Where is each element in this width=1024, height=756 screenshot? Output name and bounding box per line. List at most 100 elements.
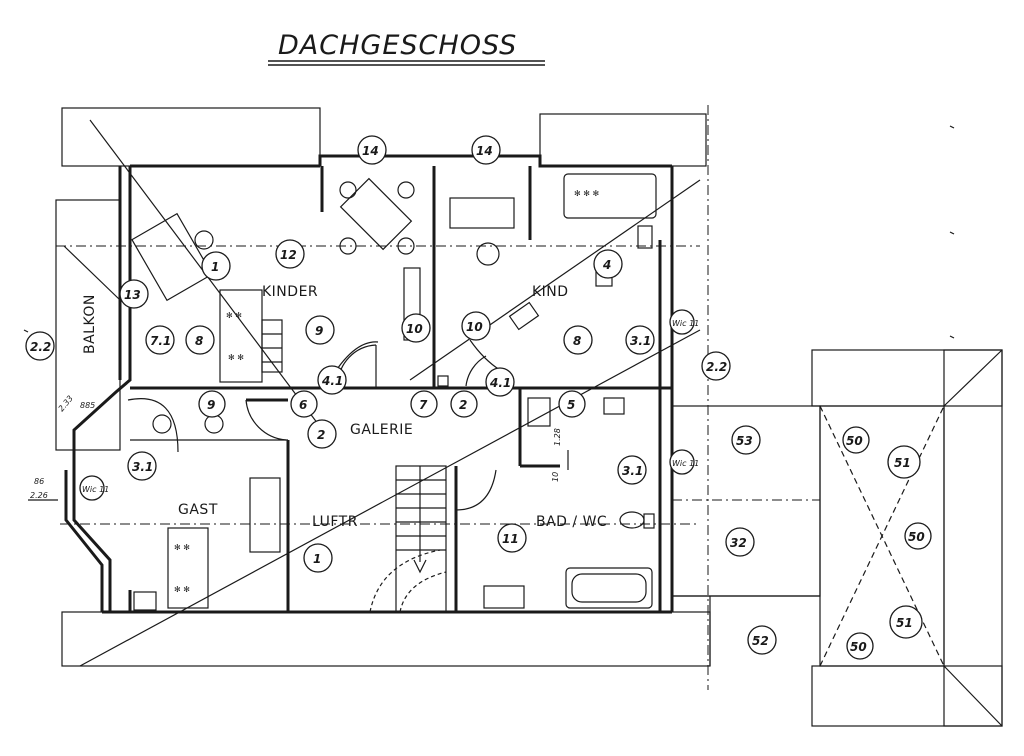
marker-4a: 4 xyxy=(593,249,623,279)
svg-text:3.1: 3.1 xyxy=(622,464,643,478)
marker-3-1b: 3.1 xyxy=(127,451,157,481)
gast-furniture: ✻ ✻ ✻ ✻ xyxy=(127,398,287,611)
svg-text:2.2: 2.2 xyxy=(706,360,727,374)
interior-walls xyxy=(130,166,672,612)
marker-14b: 14 xyxy=(471,135,501,165)
marker-4-1a: 4.1 xyxy=(317,365,347,395)
roof-tile-top-right xyxy=(539,113,707,167)
staircase xyxy=(369,465,447,613)
svg-text:51: 51 xyxy=(894,456,911,470)
marker-5: 5 xyxy=(558,390,586,418)
svg-text:52: 52 xyxy=(752,634,769,648)
svg-text:1: 1 xyxy=(211,260,219,274)
svg-text:3.1: 3.1 xyxy=(630,334,651,348)
svg-text:8: 8 xyxy=(195,334,203,348)
marker-7: 7 xyxy=(410,390,438,418)
svg-text:32: 32 xyxy=(730,536,747,550)
svg-text:10: 10 xyxy=(466,320,483,334)
marker-50a: 50 xyxy=(842,426,870,454)
marker-53: 53 xyxy=(731,425,761,455)
svg-text:14: 14 xyxy=(362,144,379,158)
marker-wic3: Wic 11 xyxy=(669,449,699,475)
svg-text:50: 50 xyxy=(908,530,925,544)
room-label-kinder: KINDER xyxy=(262,284,318,300)
svg-text:1: 1 xyxy=(313,552,321,566)
svg-text:9: 9 xyxy=(315,324,323,338)
dimension-label: 10 xyxy=(551,472,560,482)
svg-text:50: 50 xyxy=(846,434,863,448)
svg-text:2: 2 xyxy=(317,428,325,442)
svg-text:4.1: 4.1 xyxy=(489,376,511,390)
marker-2-2a: 2.2 xyxy=(25,331,55,361)
svg-text:13: 13 xyxy=(124,288,141,302)
marker-1a: 1 xyxy=(201,251,231,281)
bed-glyph: ✻ ✻ xyxy=(174,543,190,552)
marker-3-1c: 3.1 xyxy=(617,455,647,485)
marker-50b: 50 xyxy=(904,522,932,550)
svg-text:11: 11 xyxy=(502,532,519,546)
svg-text:2.2: 2.2 xyxy=(30,340,51,354)
marker-52: 52 xyxy=(747,625,777,655)
marker-8b: 8 xyxy=(563,325,593,355)
svg-text:Wic 11: Wic 11 xyxy=(672,459,699,468)
marker-50c: 50 xyxy=(846,632,874,660)
svg-text:6: 6 xyxy=(299,398,307,412)
edge-ticks xyxy=(23,125,955,339)
axis-lines xyxy=(56,105,709,690)
svg-text:10: 10 xyxy=(406,322,423,336)
marker-layer: 14 14 12 1 13 2.2 7.1 8 9 10 10 4 8 3.1 … xyxy=(25,135,932,660)
marker-2b: 2 xyxy=(307,419,337,449)
svg-text:12: 12 xyxy=(280,248,297,262)
marker-51a: 51 xyxy=(887,445,921,479)
svg-text:7: 7 xyxy=(419,398,428,412)
plant-glyph: ✻ ✻ xyxy=(226,311,242,320)
room-label-gast: GAST xyxy=(178,502,218,518)
marker-4-1b: 4.1 xyxy=(485,367,515,397)
marker-13: 13 xyxy=(119,279,149,309)
plant-glyph: ✻ ✻ xyxy=(228,353,244,362)
kinder-furniture: ✻ ✻ ✻ ✻ xyxy=(131,177,421,383)
plan-title: DACHGESCHOSS xyxy=(278,30,517,61)
marker-7-1: 7.1 xyxy=(145,325,175,355)
marker-8a: 8 xyxy=(185,325,215,355)
room-label-bad-wc: BAD / WC xyxy=(536,514,607,530)
marker-wic1: Wic 11 xyxy=(669,309,699,335)
dimension-label: 2.26 xyxy=(30,491,48,500)
dimension-label: 1.28 xyxy=(553,428,562,446)
room-labels: KINDER KIND BALKON GALERIE GAST LUFTR BA… xyxy=(82,284,607,530)
svg-text:51: 51 xyxy=(896,616,913,630)
marker-3-1a: 3.1 xyxy=(625,325,655,355)
marker-14a: 14 xyxy=(357,135,387,165)
svg-text:50: 50 xyxy=(850,640,867,654)
room-label-balkon: BALKON xyxy=(82,294,98,354)
marker-1b: 1 xyxy=(303,543,333,573)
room-label-galerie: GALERIE xyxy=(350,422,413,438)
door-swings xyxy=(337,344,487,387)
marker-32: 32 xyxy=(725,527,755,557)
svg-text:Wic 11: Wic 11 xyxy=(82,485,109,494)
svg-text:53: 53 xyxy=(736,434,753,448)
roof-tile-top-left xyxy=(61,107,321,167)
marker-10b: 10 xyxy=(461,311,491,341)
svg-text:7.1: 7.1 xyxy=(150,334,171,348)
bed-glyph: ✻ ✻ xyxy=(174,585,190,594)
dimension-label: 86 xyxy=(34,477,44,486)
marker-9a: 9 xyxy=(305,315,335,345)
svg-text:8: 8 xyxy=(573,334,581,348)
marker-11: 11 xyxy=(497,523,527,553)
marker-wic2: Wic 11 xyxy=(79,475,109,501)
svg-text:4.1: 4.1 xyxy=(321,374,343,388)
marker-2a: 2 xyxy=(450,390,478,418)
marker-10a: 10 xyxy=(401,313,431,343)
svg-text:9: 9 xyxy=(207,398,215,412)
svg-text:Wic 11: Wic 11 xyxy=(672,319,699,328)
dimension-label: 885 xyxy=(80,401,95,410)
marker-12: 12 xyxy=(275,239,305,269)
tub-glyph: ✻ ✻ ✻ xyxy=(574,189,599,198)
svg-text:14: 14 xyxy=(476,144,493,158)
svg-text:2: 2 xyxy=(459,398,467,412)
dimension-label: 2.33 xyxy=(57,394,75,413)
marker-51b: 51 xyxy=(889,605,923,639)
room-label-luftr: LUFTR xyxy=(312,514,358,530)
